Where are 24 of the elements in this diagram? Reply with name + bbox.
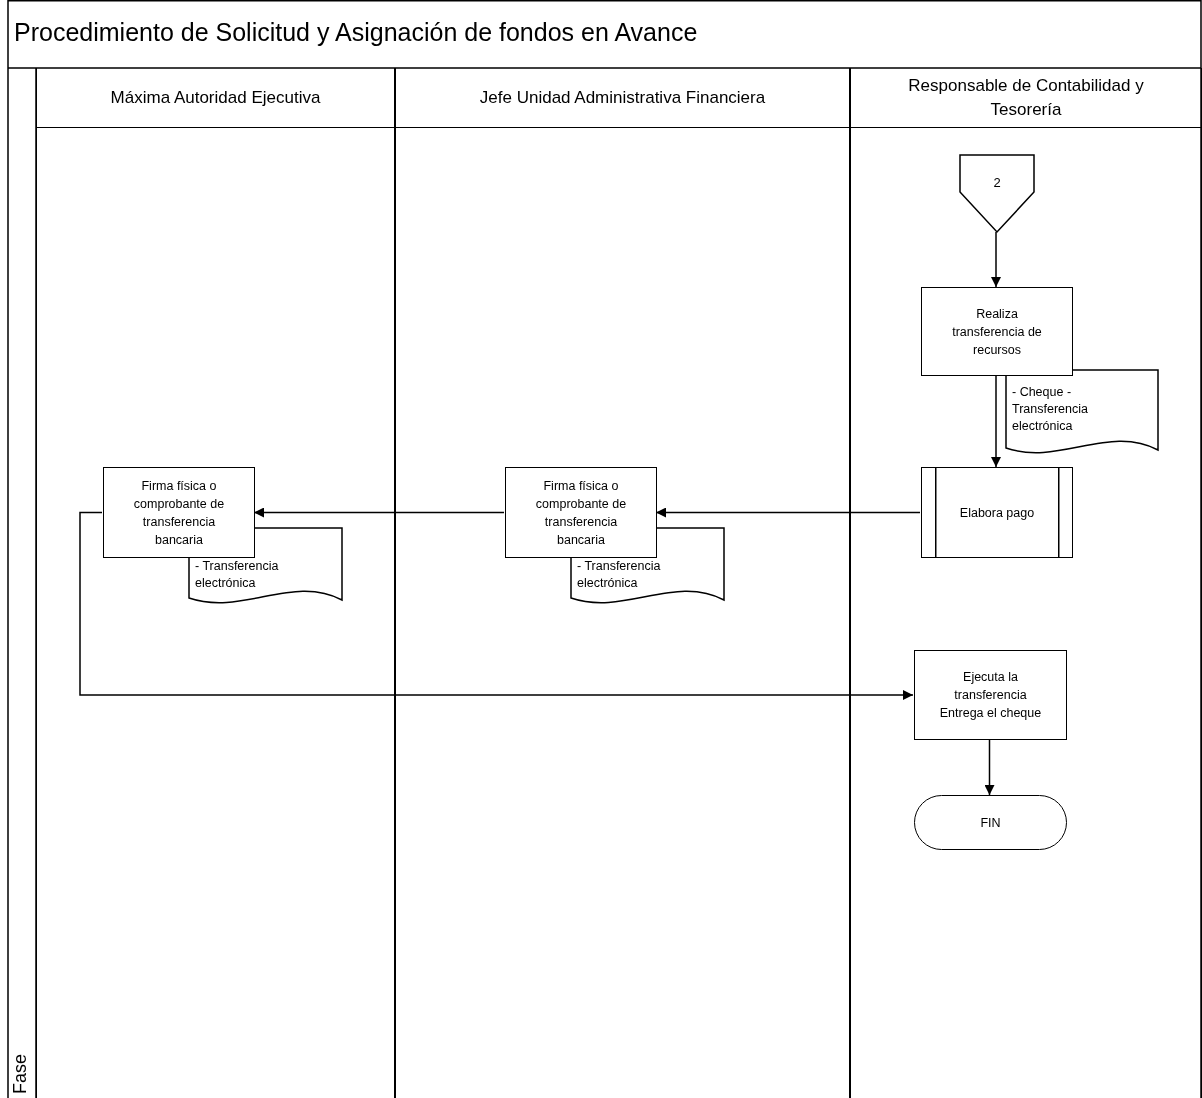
phase-label: Fase [10,1053,31,1094]
process-box: Firma física o comprobante de transferencia bancaria [103,467,255,558]
document-text: - Transferencia electrónica [577,558,662,592]
diagram-title: Procedimiento de Solicitud y Asignación de fondos en Avance [14,17,698,48]
arrow [991,231,1001,288]
process-box: Firma física o comprobante de transferencia bancaria [505,467,657,558]
arrow [79,511,914,700]
document-text: - Cheque - Transferencia electrónica [1012,384,1089,435]
document-text: - Transferencia electrónica [195,558,280,592]
arrow [991,375,1001,468]
lane-header: Jefe Unidad Administrativa Financiera [396,68,849,128]
process-box: Realiza transferencia de recursos [921,287,1073,376]
swimlane [36,68,395,1098]
lane-header: Máxima Autoridad Ejecutiva [37,68,394,128]
arrow [984,739,995,796]
subprocess-box: Elabora pago [921,467,1073,558]
process-box: Ejecuta la transferencia Entrega el cheque [914,650,1067,740]
arrow [253,507,505,518]
swimlane [850,68,1202,1098]
swimlane [395,68,850,1098]
connector-label: 2 [992,175,1002,190]
arrow [655,507,921,518]
end-terminator: FIN [914,795,1067,850]
lane-header: Responsable de Contabilidad y Tesorería [851,68,1201,128]
